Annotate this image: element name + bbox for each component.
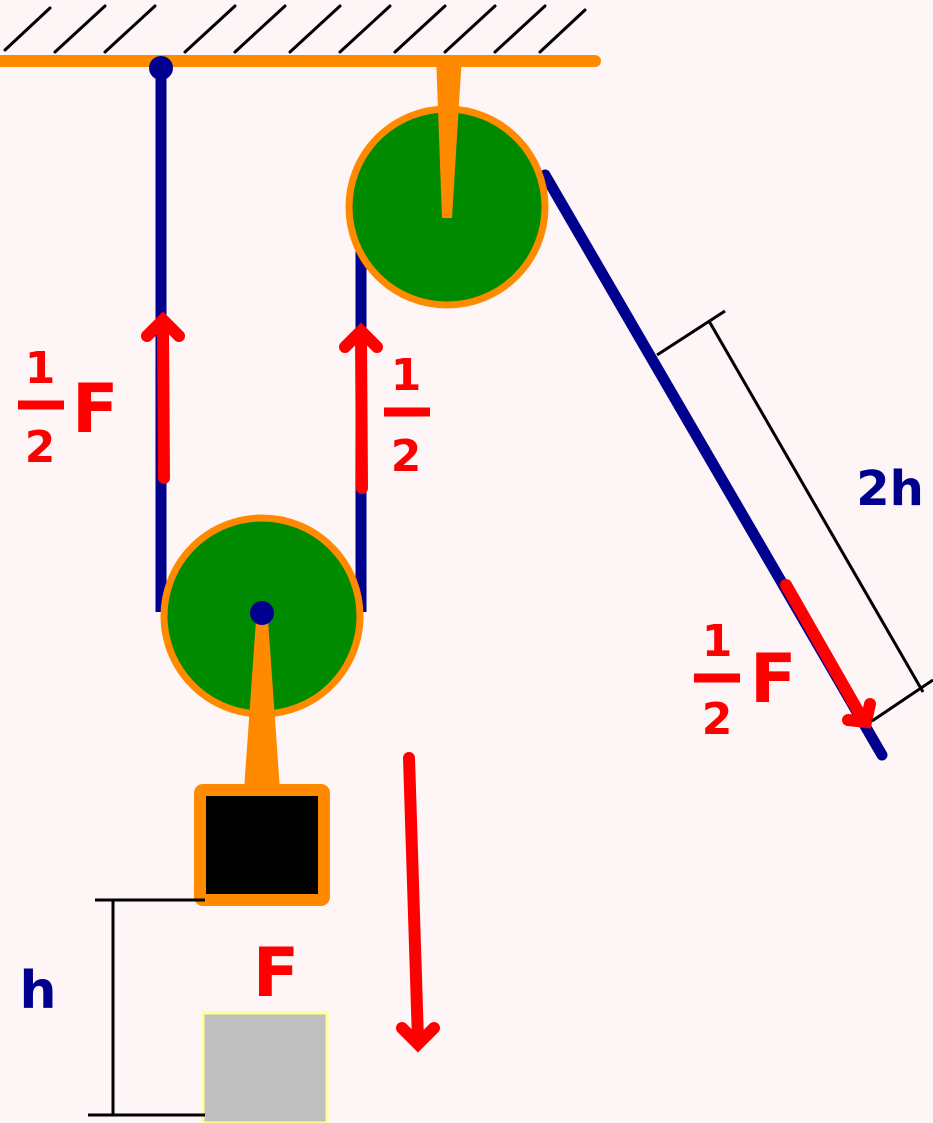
load-block — [194, 784, 330, 906]
fraction-denominator: 2 — [391, 431, 422, 482]
force-arrow-load-down — [396, 752, 440, 1053]
load-block-lowered — [201, 1011, 329, 1123]
fixed-pulley-bracket — [436, 55, 462, 218]
label-half-force-left: 1 2 F — [18, 343, 118, 473]
dimension-2h — [656, 309, 933, 723]
force-arrow-pulled-end — [780, 579, 876, 729]
force-arrow-middle-up — [339, 322, 383, 494]
ceiling-hatching — [3, 4, 587, 54]
label-half-middle: 1 2 — [384, 350, 430, 482]
rope-anchor-point — [149, 56, 173, 80]
label-half-force-right: 1 2 F — [694, 616, 796, 745]
fraction-denominator: 2 — [25, 422, 56, 473]
force-arrow-left-up — [141, 311, 185, 484]
force-symbol: F — [72, 370, 118, 449]
fraction-numerator: 1 — [391, 350, 422, 401]
fraction-denominator: 2 — [702, 694, 733, 745]
moving-pulley-axle — [250, 601, 274, 625]
moving-pulley-bracket — [244, 620, 280, 790]
fraction-numerator: 1 — [25, 343, 56, 394]
label-height-2h: 2h — [856, 461, 924, 517]
dimension-h — [88, 898, 205, 1117]
label-height-h: h — [19, 961, 56, 1021]
force-symbol: F — [750, 640, 796, 719]
fraction-numerator: 1 — [702, 616, 733, 667]
label-force-load: F — [253, 934, 299, 1013]
